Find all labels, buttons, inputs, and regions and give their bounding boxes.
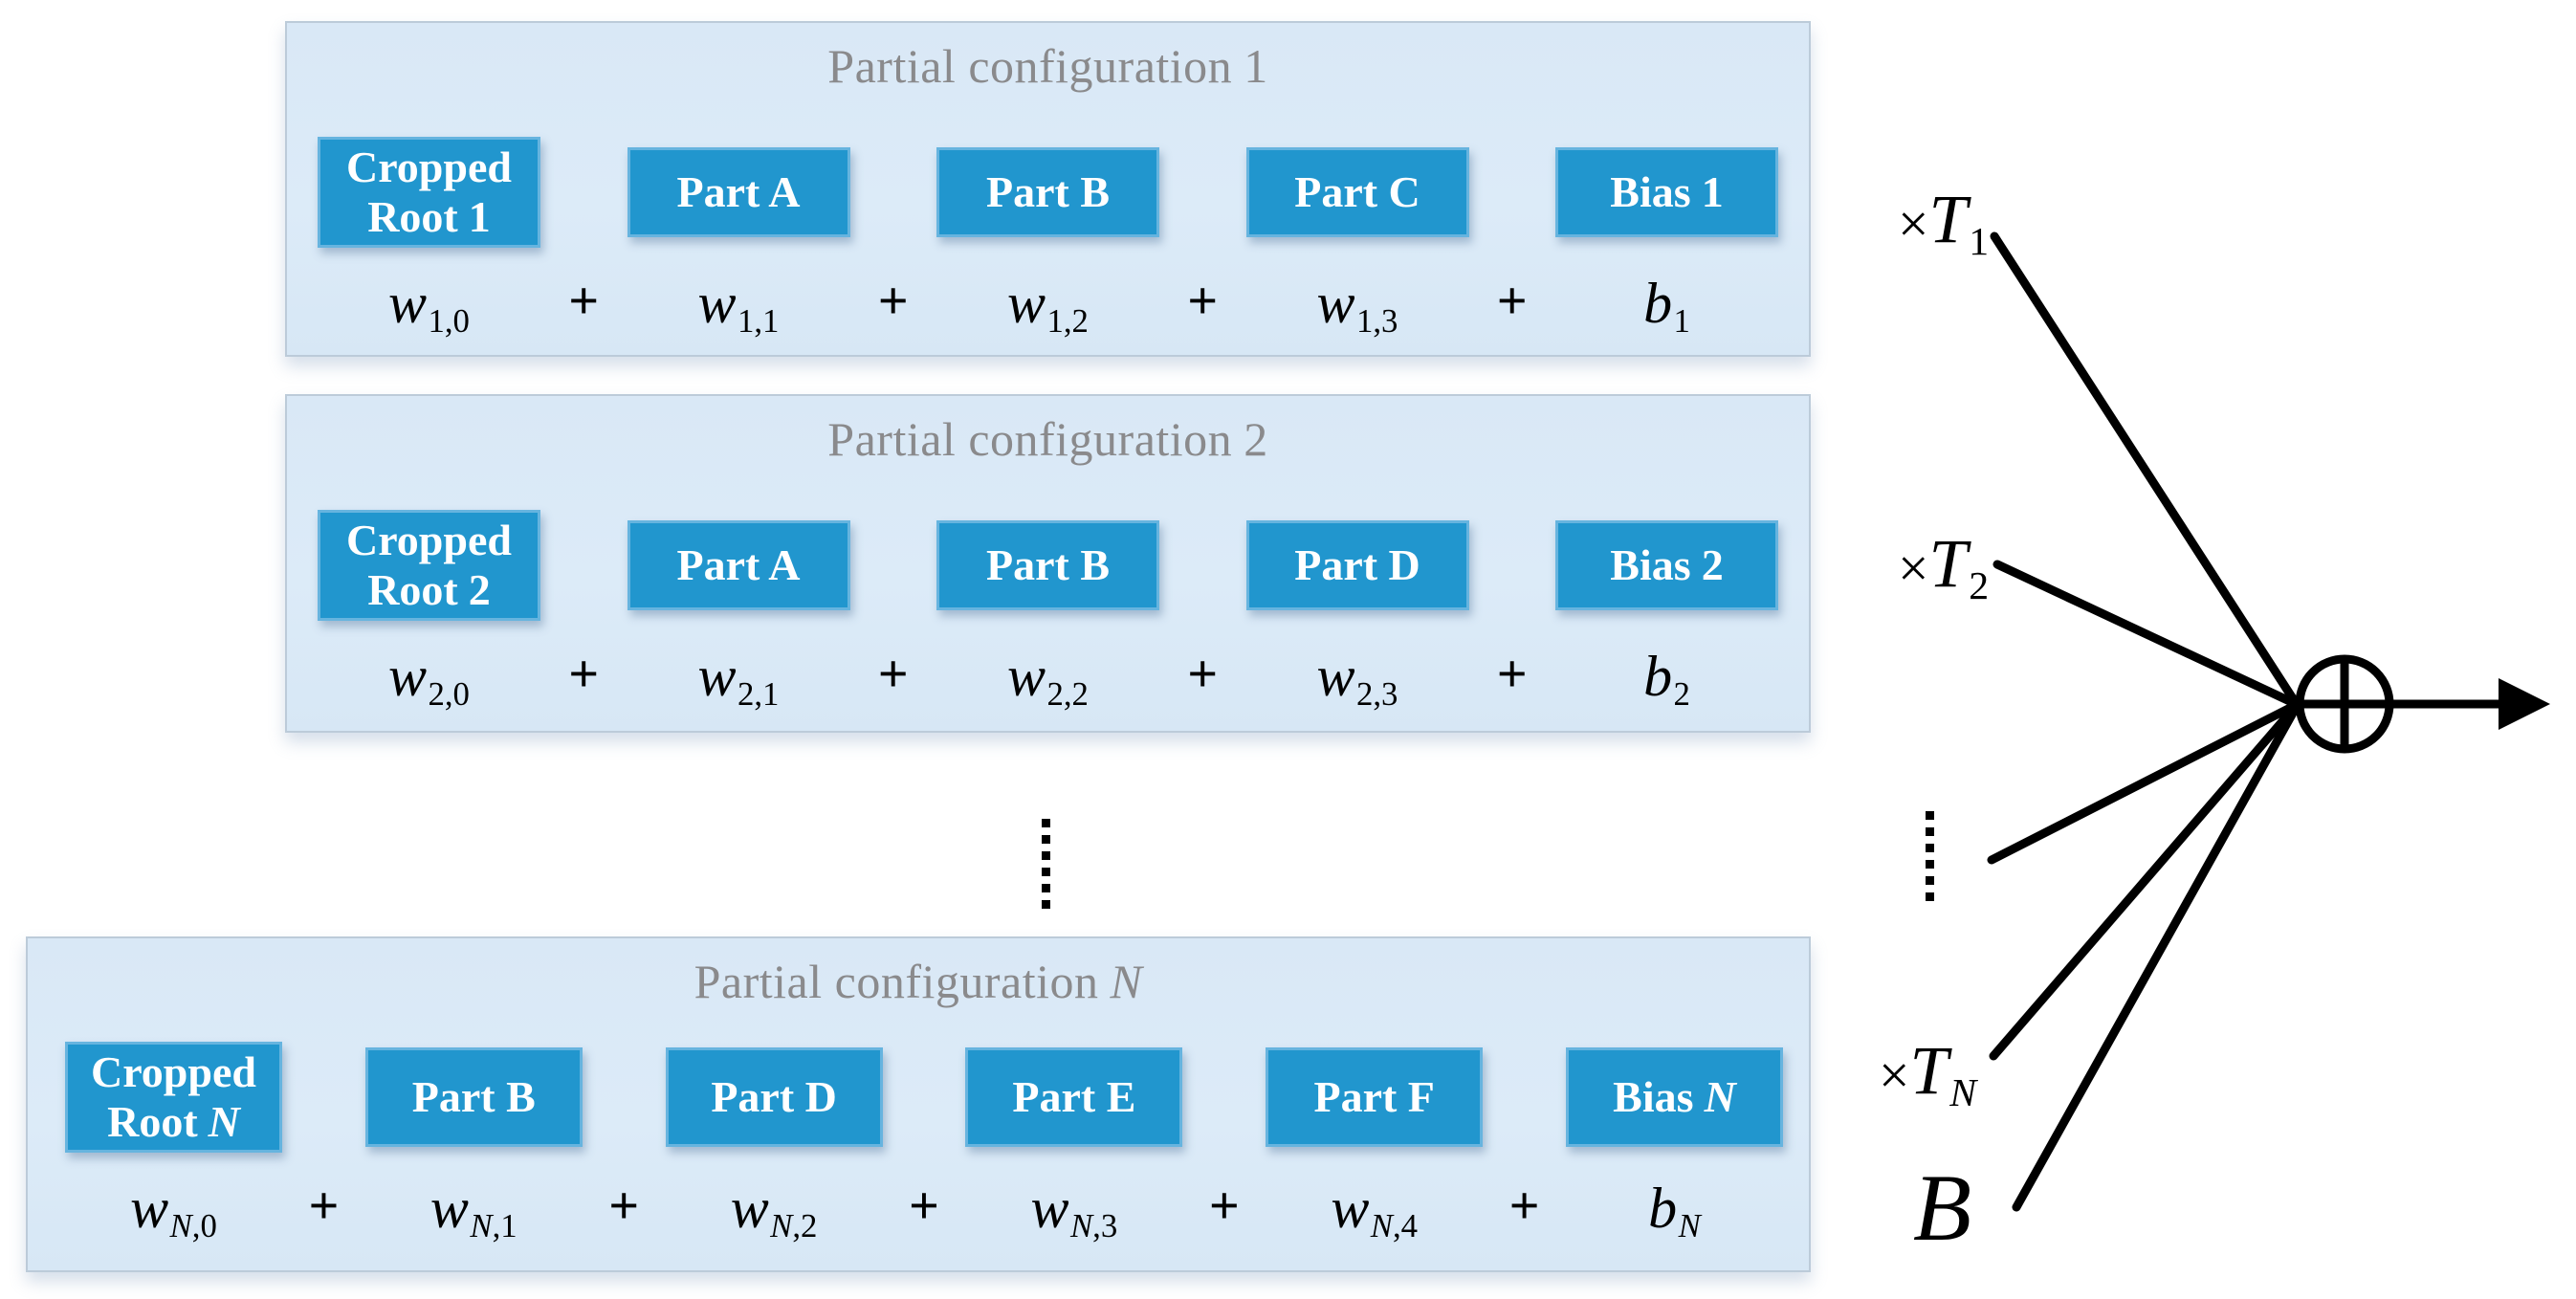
panel-title-text: Partial configuration (694, 955, 1099, 1008)
weight-term-w23: w2,3 (1316, 645, 1398, 714)
connector-line-b (2012, 703, 2301, 1212)
box-part-e: Part E (965, 1047, 1183, 1147)
box-part-c: Part C (1245, 147, 1469, 237)
box-part-f: Part F (1266, 1047, 1484, 1147)
plus-operator: + (909, 1177, 939, 1236)
weights-formula-row: wN,0 + wN,1 + wN,2 + wN,3 + wN,4 + bN (28, 1176, 1809, 1245)
bias-term-b1: b1 (1643, 272, 1690, 341)
panel-title-index: N (1110, 955, 1143, 1008)
multiplier-label-tn: ×TN (1879, 1032, 1977, 1115)
panel-title-index: 1 (1244, 39, 1268, 93)
bias-term-bn: bN (1648, 1177, 1701, 1245)
connector-line-t1 (1990, 231, 2301, 708)
box-part-b: Part B (936, 520, 1159, 610)
box-part-a: Part A (627, 520, 850, 610)
plus-operator: + (1187, 645, 1219, 704)
weight-term-w10: w1,0 (388, 272, 470, 341)
multiplier-label-t2: ×T2 (1898, 525, 1990, 608)
plus-operator: + (1208, 1177, 1240, 1236)
panel-title-text: Partial configuration (827, 39, 1233, 93)
times-icon: × (1898, 539, 1929, 599)
plus-operator: + (608, 1177, 640, 1236)
plus-operator: + (308, 1177, 340, 1236)
weight-term-w21: w2,1 (697, 645, 780, 714)
plus-operator: + (1508, 1177, 1540, 1236)
weight-term-wn1: wN,1 (429, 1177, 517, 1245)
weight-term-w11: w1,1 (697, 272, 780, 341)
box-part-b: Part B (936, 147, 1159, 237)
plus-operator: + (568, 645, 600, 704)
vertical-ellipsis (1926, 811, 1934, 903)
weights-formula-row: w1,0 + w1,1 + w1,2 + w1,3 + b1 (287, 271, 1809, 341)
weight-term-w20: w2,0 (388, 645, 470, 714)
times-icon: × (1898, 194, 1929, 254)
weight-term-wn3: wN,3 (1030, 1177, 1118, 1245)
connector-line-tn (1989, 701, 2301, 1061)
weight-term-w12: w1,2 (1007, 272, 1089, 341)
plus-operator: + (1496, 645, 1528, 704)
multiplier-label-t1: ×T1 (1898, 181, 1990, 264)
circled-plus-sum-icon (2295, 654, 2394, 754)
plus-operator: + (877, 645, 909, 704)
bias-term-b2: b2 (1643, 645, 1690, 714)
plus-operator: + (1496, 272, 1528, 331)
panel-title-text: Partial configuration (827, 412, 1233, 466)
box-part-b: Part B (364, 1047, 583, 1147)
connector-line-t2 (1993, 560, 2301, 709)
weights-formula-row: w2,0 + w2,1 + w2,2 + w2,3 + b2 (287, 644, 1809, 714)
plus-operator: + (568, 272, 600, 331)
weight-term-w13: w1,3 (1316, 272, 1398, 341)
weight-term-wn0: wN,0 (130, 1177, 217, 1245)
box-part-d: Part D (1245, 520, 1469, 610)
plus-operator: + (1187, 272, 1219, 331)
weight-term-w22: w2,2 (1007, 645, 1089, 714)
global-bias-label: B (1913, 1155, 1972, 1261)
weight-term-wn2: wN,2 (730, 1177, 818, 1245)
panel-title-index: 2 (1244, 412, 1268, 466)
box-part-d: Part D (665, 1047, 883, 1147)
plus-operator: + (877, 272, 909, 331)
times-icon: × (1879, 1046, 1910, 1106)
connector-line-middle (1987, 700, 2301, 865)
output-arrow (2389, 678, 2550, 730)
weight-term-wn4: wN,4 (1331, 1177, 1419, 1245)
vertical-ellipsis (1042, 819, 1050, 911)
box-part-a: Part A (627, 147, 850, 237)
